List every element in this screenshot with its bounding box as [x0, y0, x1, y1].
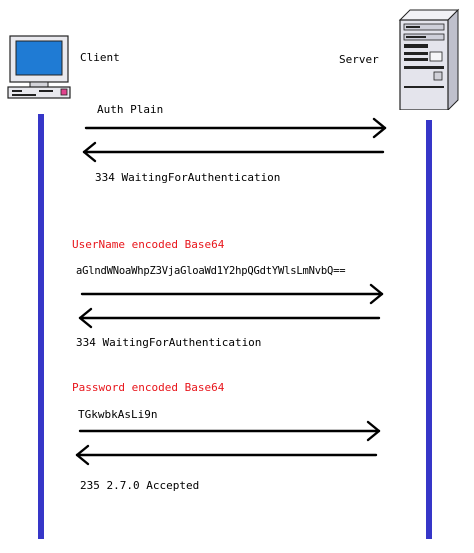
arrow-username-base64 [80, 283, 384, 305]
message-auth-plain: Auth Plain [97, 103, 164, 116]
server-lifeline [426, 120, 432, 539]
message-password-base64: TGkwbkAsLi9n [78, 408, 158, 421]
client-lifeline [38, 114, 44, 539]
server-tower-icon [398, 8, 460, 110]
message-334-waiting-1: 334 WaitingForAuthentication [95, 171, 281, 184]
arrow-334-waiting-2 [78, 307, 381, 329]
arrow-auth-plain [84, 117, 387, 139]
arrow-235-accepted [75, 444, 378, 466]
username-heading: UserName encoded Base64 [72, 238, 225, 251]
password-heading: Password encoded Base64 [72, 381, 225, 394]
arrow-password-base64 [78, 420, 381, 442]
arrow-334-waiting-1 [82, 141, 385, 163]
message-334-waiting-2: 334 WaitingForAuthentication [76, 336, 262, 349]
computer-icon [7, 35, 71, 99]
message-username-base64: aGlndWNoaWhpZ3VjaGloaWd1Y2hpQGdtYWlsLmNv… [76, 265, 346, 277]
message-235-accepted: 235 2.7.0 Accepted [80, 479, 200, 492]
server-label: Server [339, 53, 379, 66]
client-label: Client [80, 51, 120, 64]
